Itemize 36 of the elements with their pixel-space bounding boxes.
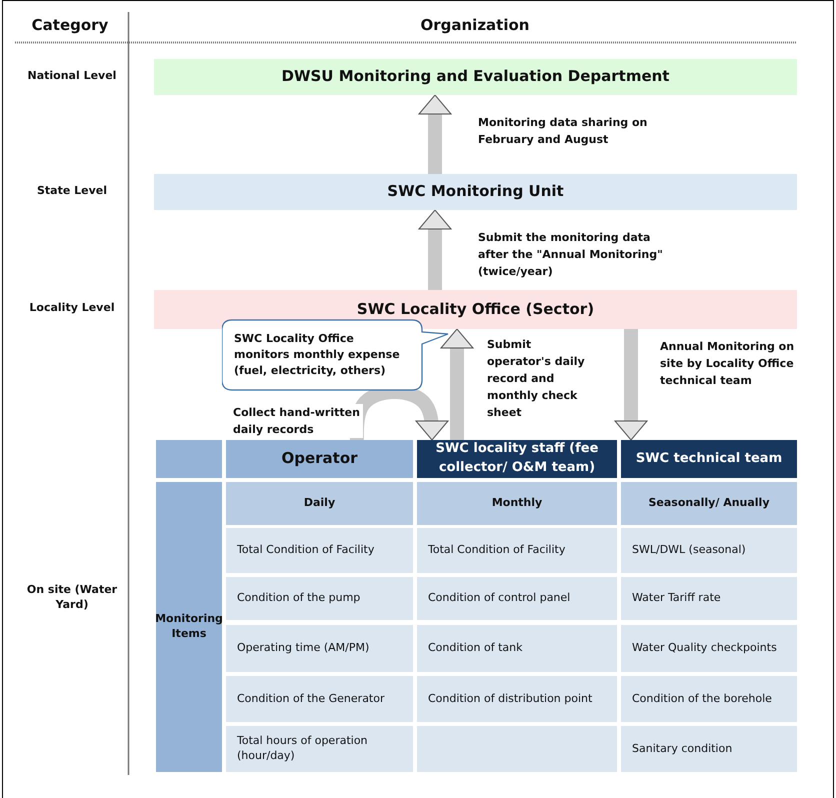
table-cell: Sanitary condition (621, 726, 797, 772)
table-cell: Operating time (AM/PM) (226, 625, 413, 672)
column-header: SWC technical team (621, 440, 797, 478)
table-cell: Condition of the borehole (621, 676, 797, 722)
table-cell: Total Condition of Facility (417, 528, 617, 573)
table-cell: Condition of the pump (226, 577, 413, 620)
table-cell: Total Condition of Facility (226, 528, 413, 573)
row-heading: Monitoring Items (156, 482, 222, 772)
column-heading: Organization (420, 14, 530, 36)
block-arrow (418, 94, 452, 174)
table-cell: Condition of distribution point (417, 676, 617, 722)
office-box: SWC Locality Office (Sector) (154, 290, 797, 329)
block-arrow (440, 328, 474, 440)
table-cell: Water Quality checkpoints (621, 625, 797, 672)
table-cell: Condition of tank (417, 625, 617, 672)
column-header: Operator (226, 440, 413, 478)
department-box: DWSU Monitoring and Evaluation Department (154, 59, 797, 95)
block-arrow (614, 329, 648, 440)
frequency-heading: Monthly (417, 482, 617, 525)
level-label: Locality Level (28, 300, 116, 316)
speech-bubble: SWC Locality Office monitors monthly expense (fuel, electricity, others) (222, 318, 450, 392)
level-label: State Level (36, 182, 108, 199)
frequency-heading: Daily (226, 482, 413, 525)
column-heading: Category (30, 14, 110, 36)
column-header: SWC locality staff (fee collector/ O&M team) (417, 440, 617, 478)
table-cell: Total hours of operation (hour/day) (226, 726, 413, 772)
table-cell: Condition of control panel (417, 577, 617, 620)
block-arrow (418, 210, 452, 290)
frequency-heading: Seasonally/ Anually (621, 482, 797, 525)
unit-box: SWC Monitoring Unit (154, 174, 797, 210)
table-cell: Water Tariff rate (621, 577, 797, 620)
level-label: On site (Water Yard) (26, 582, 118, 613)
edge-label: Collect hand-written daily records (233, 404, 363, 438)
table-cell: Condition of the Generator (226, 676, 413, 722)
level-label: National Level (26, 68, 118, 84)
table-cell: SWL/DWL (seasonal) (621, 528, 797, 573)
